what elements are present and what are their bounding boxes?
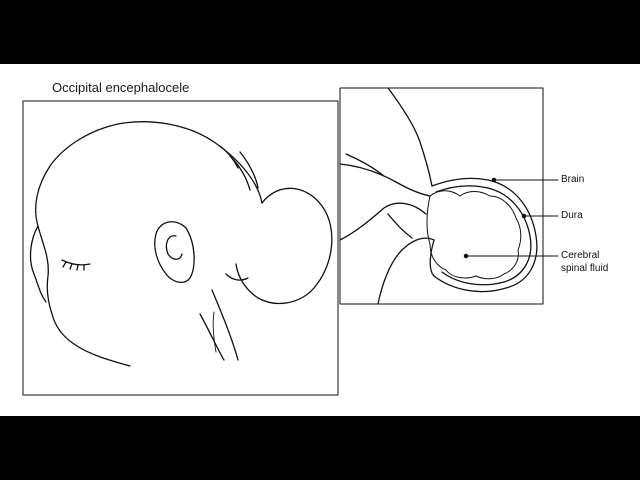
diagram-svg	[22, 87, 559, 396]
artist-signature	[212, 311, 217, 353]
face-contour	[29, 225, 47, 303]
leader-brain-dot	[491, 177, 497, 183]
ear-inner	[165, 235, 183, 260]
head-panel-frame	[22, 100, 339, 396]
encephalocele-sac	[235, 187, 333, 305]
hair-strands	[219, 145, 259, 191]
dura-layer	[435, 185, 532, 286]
label-dura: Dura	[561, 210, 583, 221]
label-csf-line1: Cerebral	[561, 250, 600, 261]
brain-tissue	[426, 190, 522, 280]
scalp-line-upper	[387, 87, 433, 187]
neck-line	[199, 289, 239, 361]
eyelashes	[62, 261, 85, 271]
leader-dura-dot	[521, 213, 527, 219]
label-csf-line2: spinal fluid	[561, 263, 609, 274]
brain-stalk-lower	[339, 202, 427, 241]
head-profile-outline	[35, 121, 263, 367]
leader-csf-dot	[463, 253, 469, 259]
eye-closed	[61, 259, 91, 266]
inset-panel-frame	[339, 87, 544, 305]
ear-outline	[154, 221, 195, 284]
sac-outer-wall	[429, 177, 538, 293]
brain-stalk	[339, 163, 431, 197]
interior-fold	[345, 153, 413, 239]
sac-base	[225, 273, 249, 281]
diagram-canvas: Occipital encephalocele	[0, 64, 640, 416]
figure-title: Occipital encephalocele	[52, 80, 190, 95]
scalp-line-lower	[377, 237, 435, 305]
label-brain: Brain	[561, 174, 585, 185]
